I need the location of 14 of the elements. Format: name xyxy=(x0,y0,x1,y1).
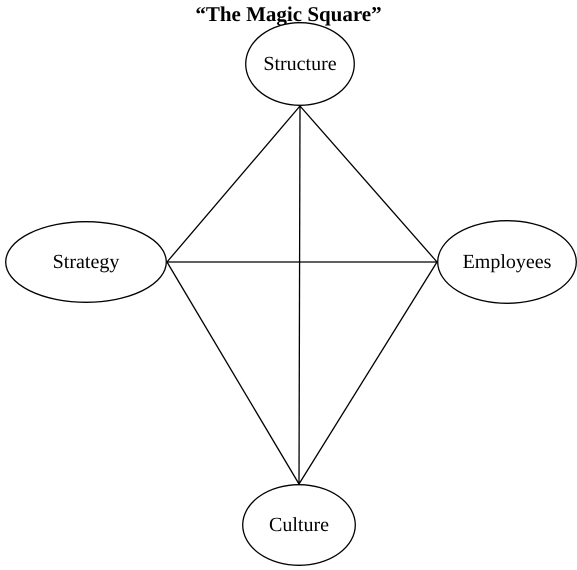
connector-line xyxy=(298,106,301,484)
ellipse-node xyxy=(5,221,167,303)
node-label: Culture xyxy=(269,514,329,536)
connector-line xyxy=(300,106,438,262)
connector-line xyxy=(166,106,300,262)
diagram-title: “The Magic Square” xyxy=(194,2,383,27)
connector-line xyxy=(298,262,438,484)
ellipse-node xyxy=(242,484,356,566)
connector-line xyxy=(167,261,437,263)
connector-line xyxy=(166,262,300,484)
ellipse-node xyxy=(437,220,577,304)
node-label: Strategy xyxy=(52,250,120,274)
node-label: Employees xyxy=(462,250,552,274)
node-label: Structure xyxy=(263,52,337,76)
